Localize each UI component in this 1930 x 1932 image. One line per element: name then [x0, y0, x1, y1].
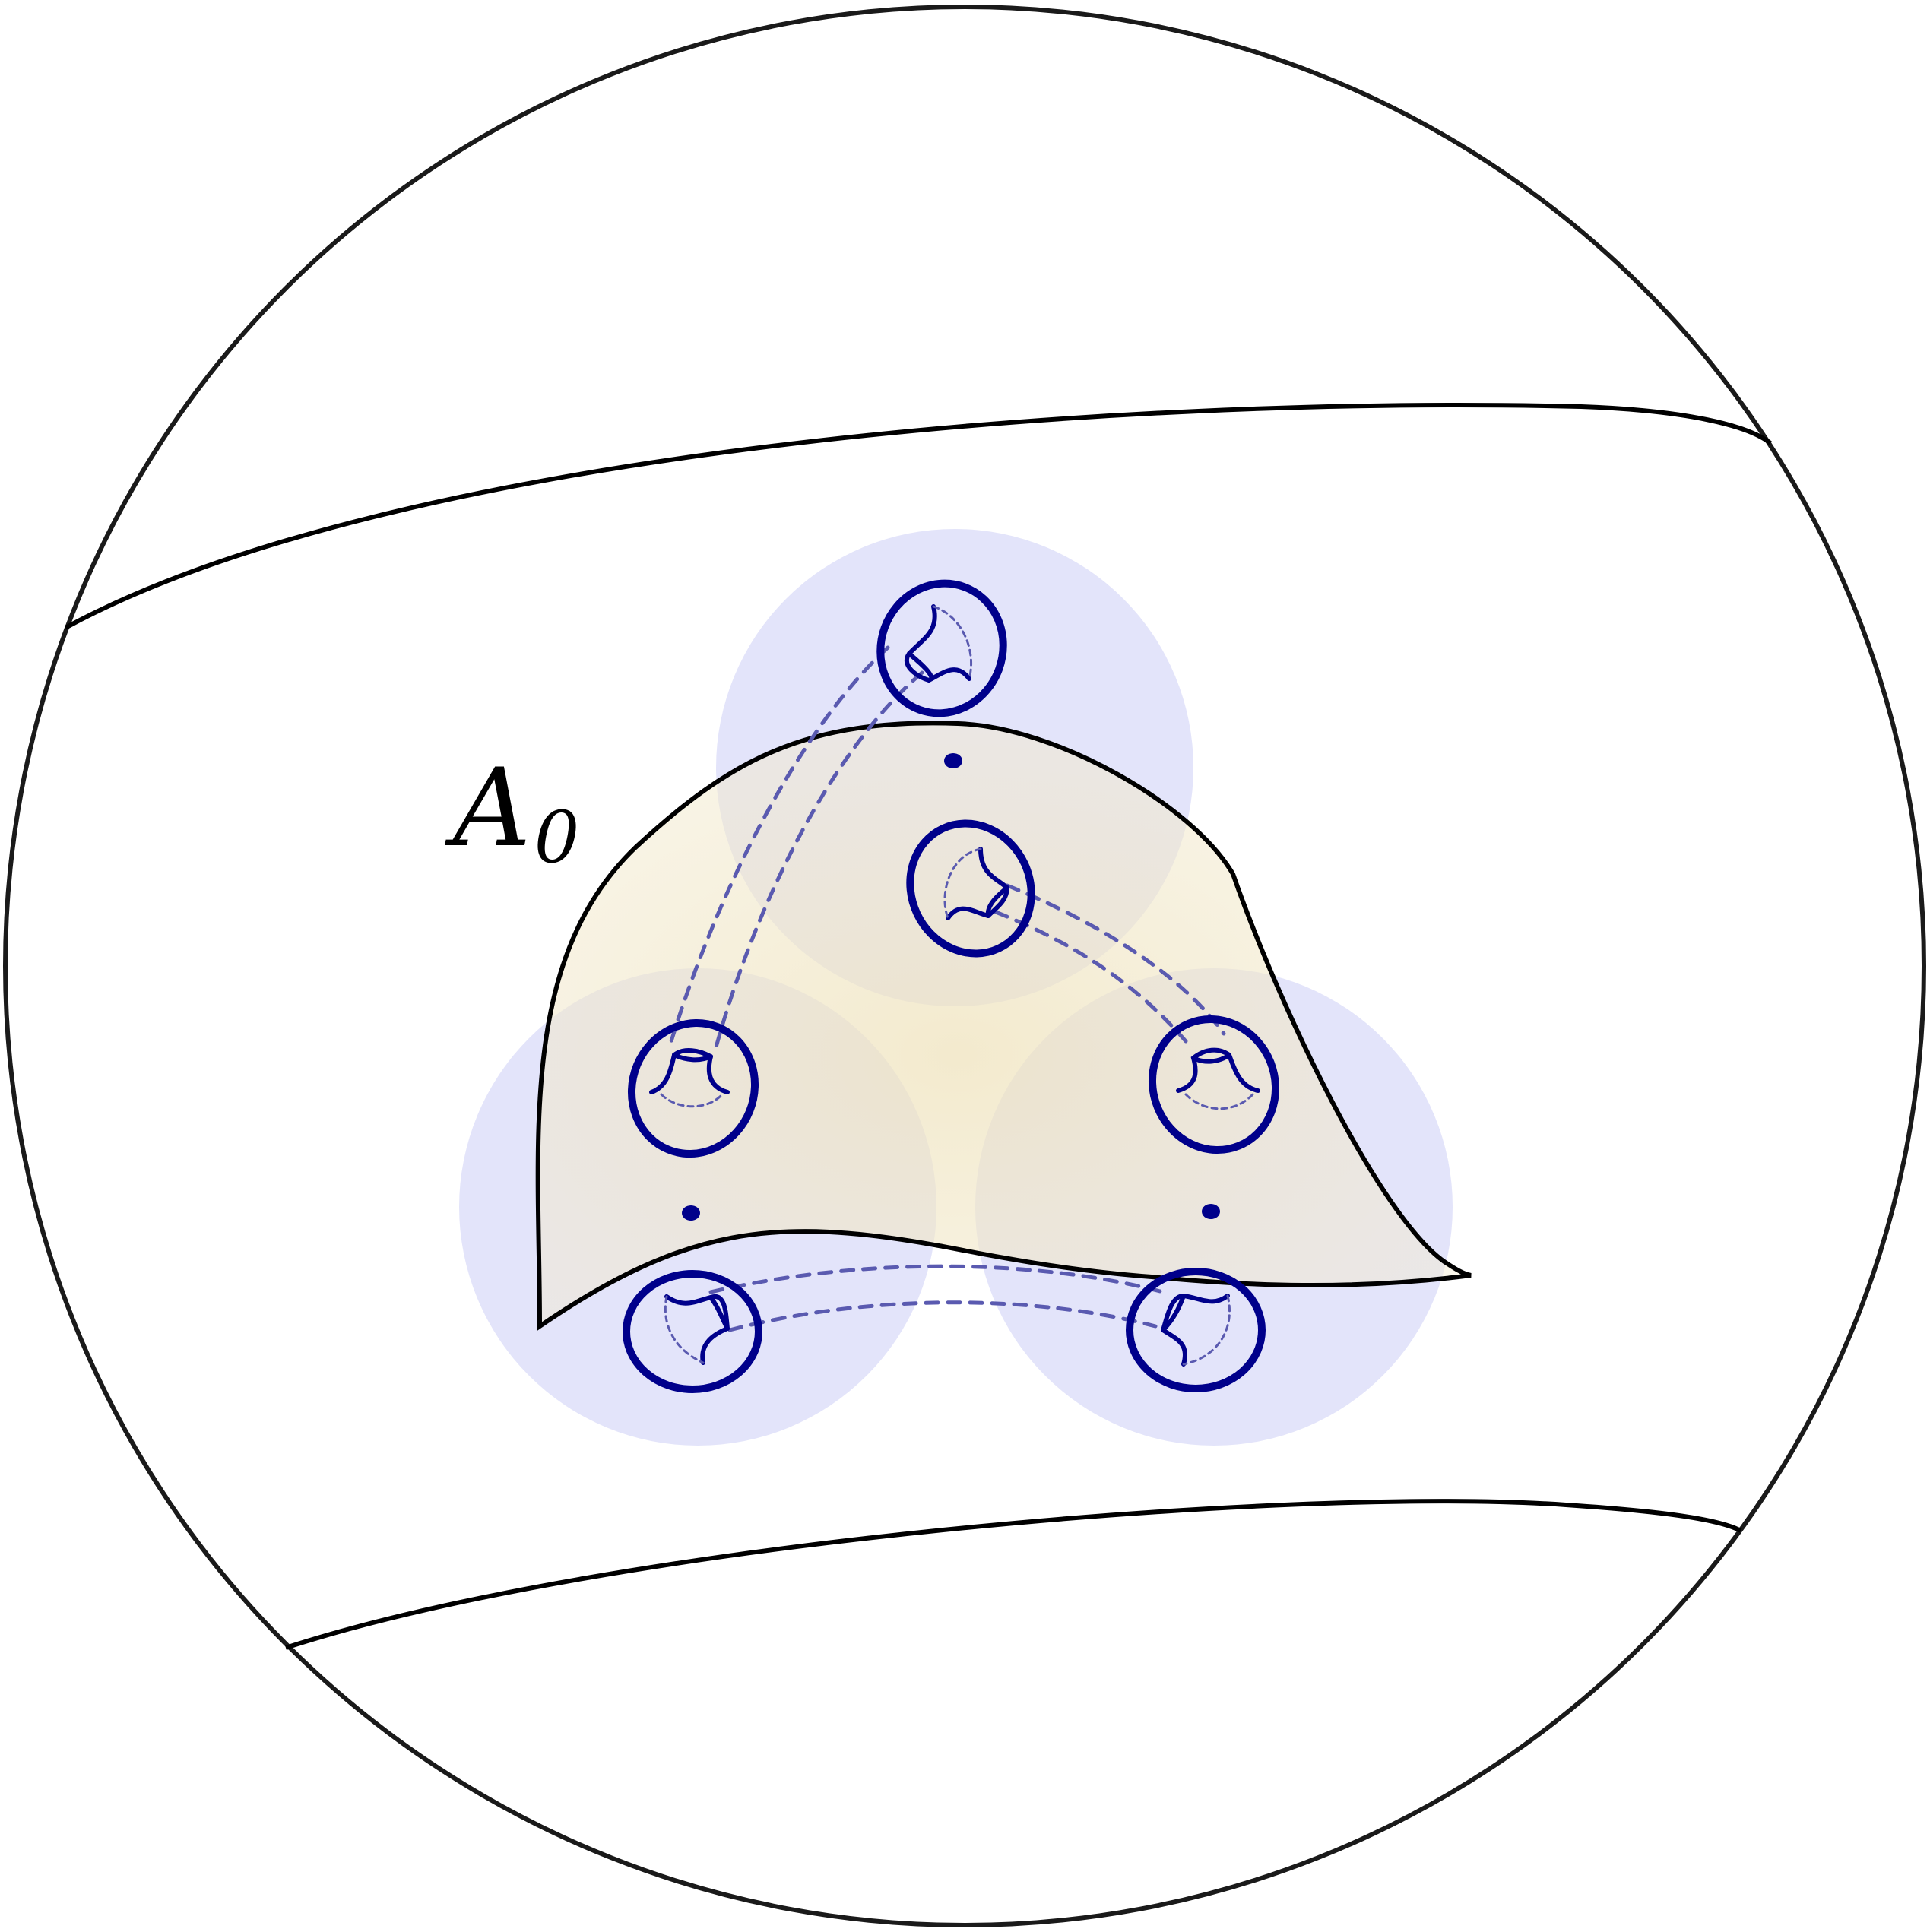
handle-sketch-bottom-right	[1161, 1293, 1231, 1367]
handle-sketch-bottom-left	[664, 1294, 730, 1365]
surface-label: A0	[445, 746, 579, 879]
tube-top-left-inner	[712, 670, 924, 1055]
handle-sketch-top	[905, 604, 973, 683]
handle-circle-bottom-left	[623, 1270, 762, 1393]
handle-circles	[623, 579, 1280, 1393]
handle-circle-right	[1148, 1015, 1280, 1154]
tube-bottom-outer	[708, 1264, 1165, 1294]
handle-sketches	[649, 604, 1260, 1367]
dashed-tubes	[667, 645, 1226, 1332]
tube-top-left-outer	[667, 645, 890, 1051]
tube-mid-right-outer	[1005, 883, 1226, 1036]
outer-ball-boundary	[3, 5, 1926, 1927]
handle-sketch-middle	[943, 847, 1010, 920]
marked-points	[682, 753, 1220, 1221]
point-left	[682, 1205, 700, 1221]
upper-separating-curve	[64, 403, 1772, 630]
tube-bottom-inner	[727, 1300, 1158, 1332]
point-right	[1202, 1204, 1220, 1219]
handle-sketch-right	[1176, 1047, 1260, 1110]
handle-circle-left	[627, 1018, 759, 1158]
handle-circle-bottom-right	[1126, 1268, 1266, 1392]
point-top	[944, 753, 962, 768]
surface-label-main: A	[445, 746, 531, 871]
handle-circle-middle	[906, 819, 1035, 958]
lower-separating-curve	[285, 1499, 1742, 1650]
surface-sheet-a0	[535, 721, 1472, 1331]
surface-label-subscript: 0	[534, 797, 580, 879]
handle-sketch-left	[649, 1048, 730, 1108]
handle-circle-top	[876, 579, 1007, 717]
